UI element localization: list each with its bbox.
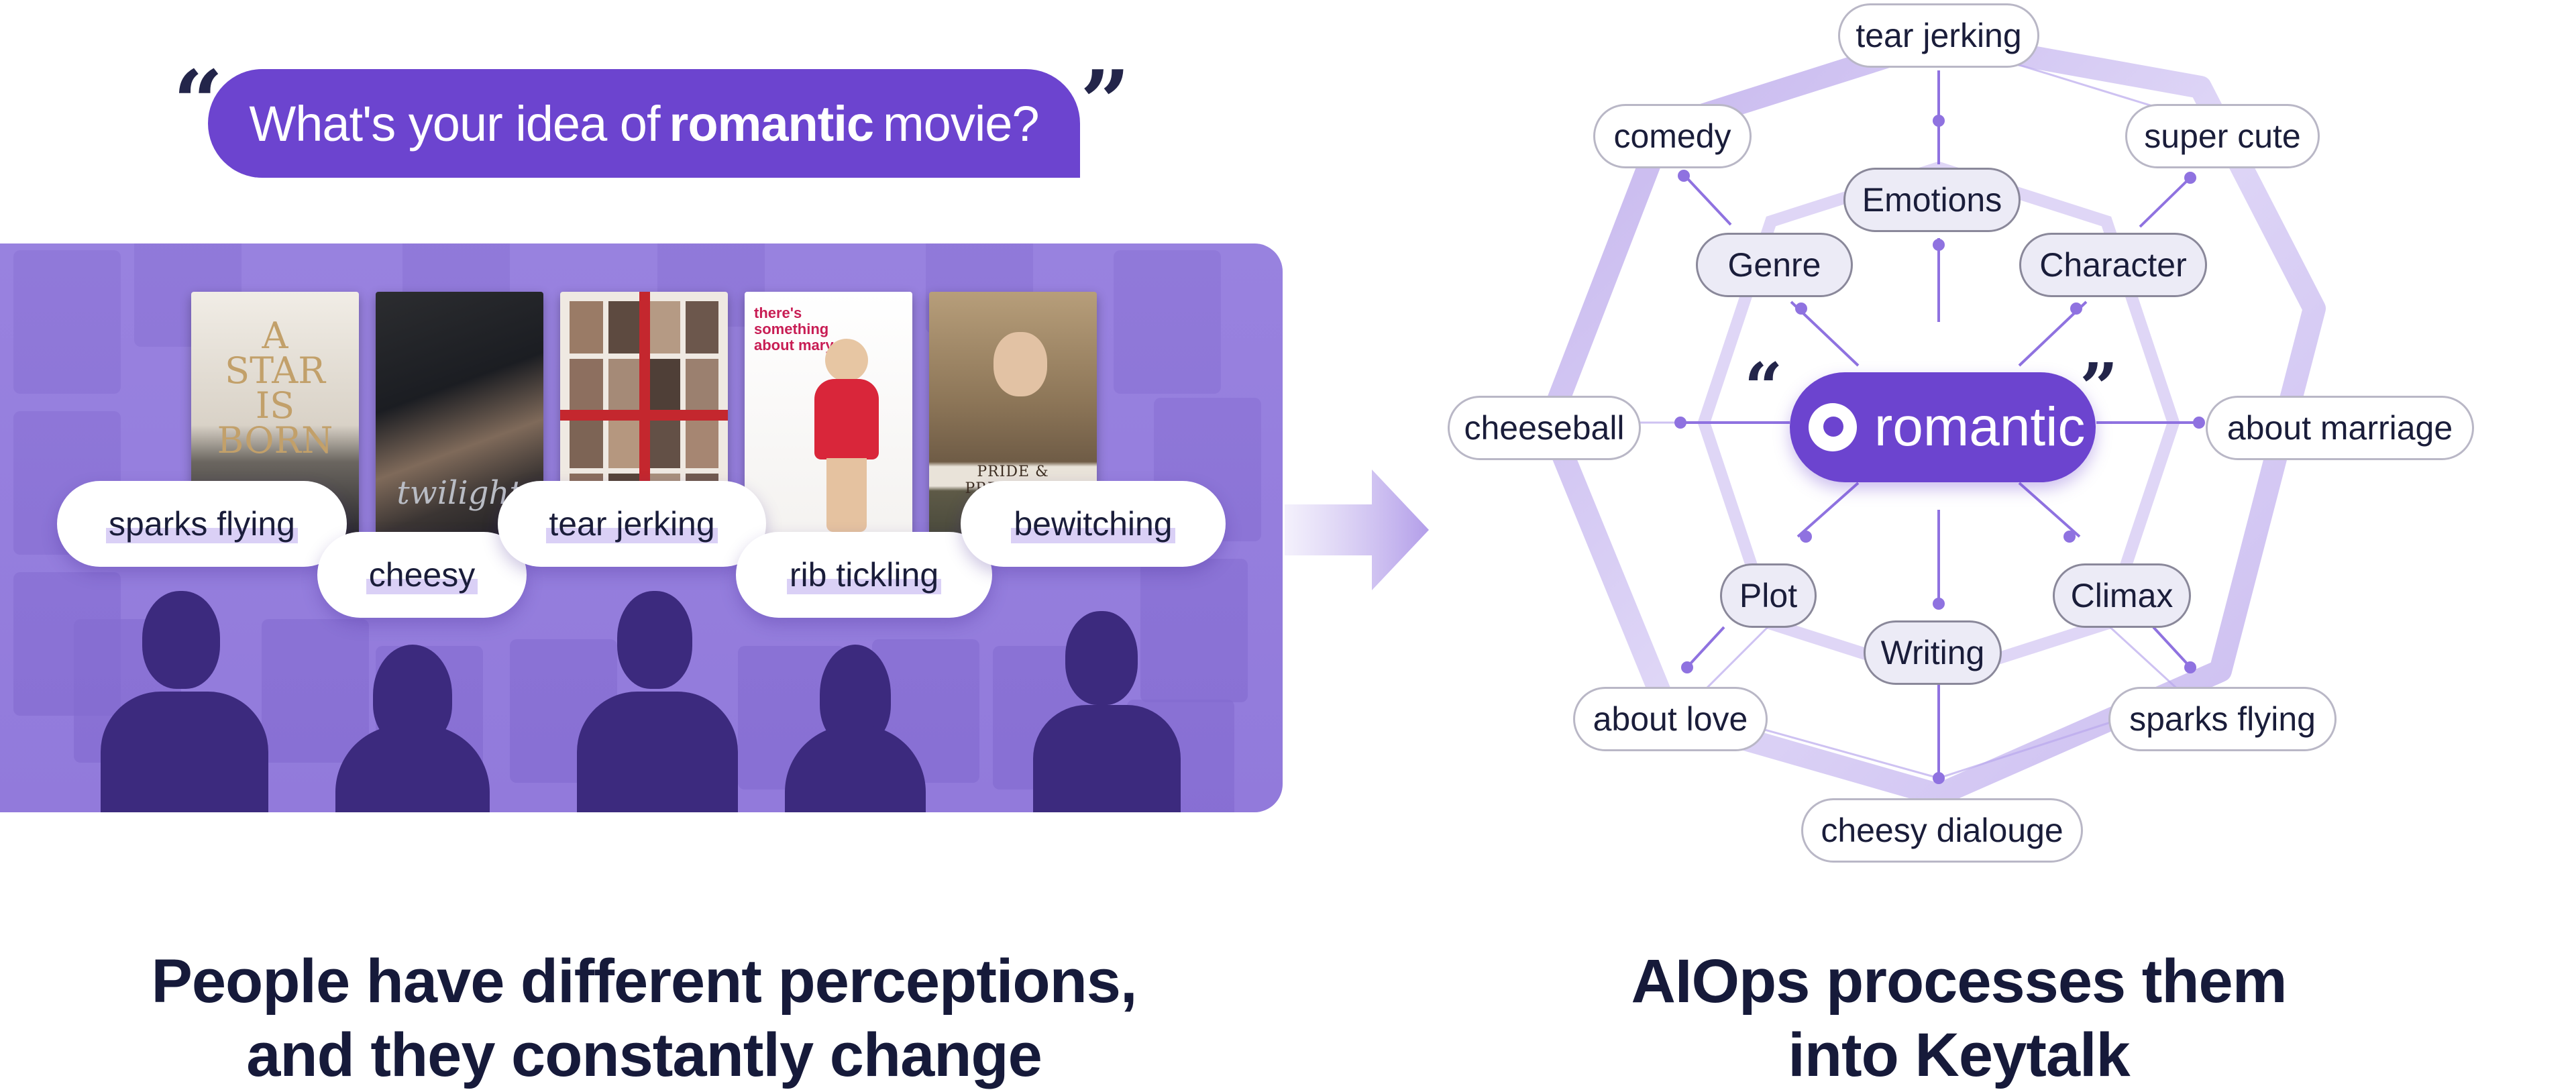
right-caption-line2: into Keytalk — [1788, 1021, 2130, 1089]
perception-tag: bewitching — [961, 481, 1226, 567]
poster-title: A STAR IS BORN — [217, 315, 333, 461]
keytalk-tag: about love — [1573, 687, 1768, 751]
romantic-open-quote: “ — [1744, 348, 1783, 427]
arrow-right-icon — [1285, 470, 1429, 590]
ribbon-horizontal — [560, 410, 728, 421]
question-text-after: movie? — [883, 95, 1040, 152]
poster-something-about-mary: there's something about mary — [745, 292, 912, 535]
keytalk-logo-icon — [1809, 403, 1857, 451]
person-silhouette — [785, 645, 926, 812]
category-tag: Writing — [1864, 620, 2002, 685]
right-caption-line1: AIOps processes them — [1631, 947, 2287, 1016]
category-tag: Plot — [1720, 563, 1817, 628]
poster-figure-dress — [814, 379, 879, 459]
person-silhouette — [577, 591, 745, 812]
keytalk-tag: tear jerking — [1838, 3, 2039, 68]
person-silhouette — [1033, 611, 1181, 812]
perception-tag: sparks flying — [57, 481, 347, 567]
question-text-bold: romantic — [669, 95, 875, 152]
poster-figure — [994, 332, 1047, 396]
category-tag: Genre — [1696, 233, 1853, 297]
left-caption-line2: and they constantly change — [246, 1021, 1042, 1089]
keytalk-tag: comedy — [1593, 104, 1752, 168]
poster-figure — [825, 339, 868, 382]
perception-tag: cheesy — [317, 532, 527, 618]
movie-wall-panel: A STAR IS BORN twilight there's somethin… — [0, 243, 1283, 812]
right-caption: AIOps processes them into Keytalk — [1328, 944, 2576, 1092]
left-caption-line1: People have different perceptions, — [151, 947, 1137, 1016]
category-tag: Character — [2019, 233, 2207, 297]
poster-figure-legs — [826, 458, 867, 532]
keytalk-tag: about marriage — [2206, 396, 2474, 460]
person-silhouette — [335, 645, 490, 812]
keytalk-tag: cheesy dialouge — [1801, 798, 2083, 863]
perception-tag: tear jerking — [498, 481, 766, 567]
keytalk-tag: super cute — [2125, 104, 2320, 168]
close-quote-mark: ” — [1080, 51, 1130, 154]
left-caption: People have different perceptions, and t… — [7, 944, 1281, 1092]
keytalk-tag: cheeseball — [1448, 396, 1641, 460]
question-bubble: What's your idea of romantic movie? — [208, 69, 1080, 178]
romantic-center-node: romantic — [1790, 372, 2096, 482]
person-silhouette — [101, 591, 275, 812]
poster-title: there's something about mary — [754, 305, 834, 353]
question-text-before: What's your idea of — [249, 95, 660, 152]
keytalk-tag: sparks flying — [2108, 687, 2337, 751]
romantic-center-label: romantic — [1874, 396, 2086, 457]
category-tag: Emotions — [1843, 168, 2021, 232]
perception-tag: rib tickling — [736, 532, 992, 618]
category-tag: Climax — [2053, 563, 2191, 628]
